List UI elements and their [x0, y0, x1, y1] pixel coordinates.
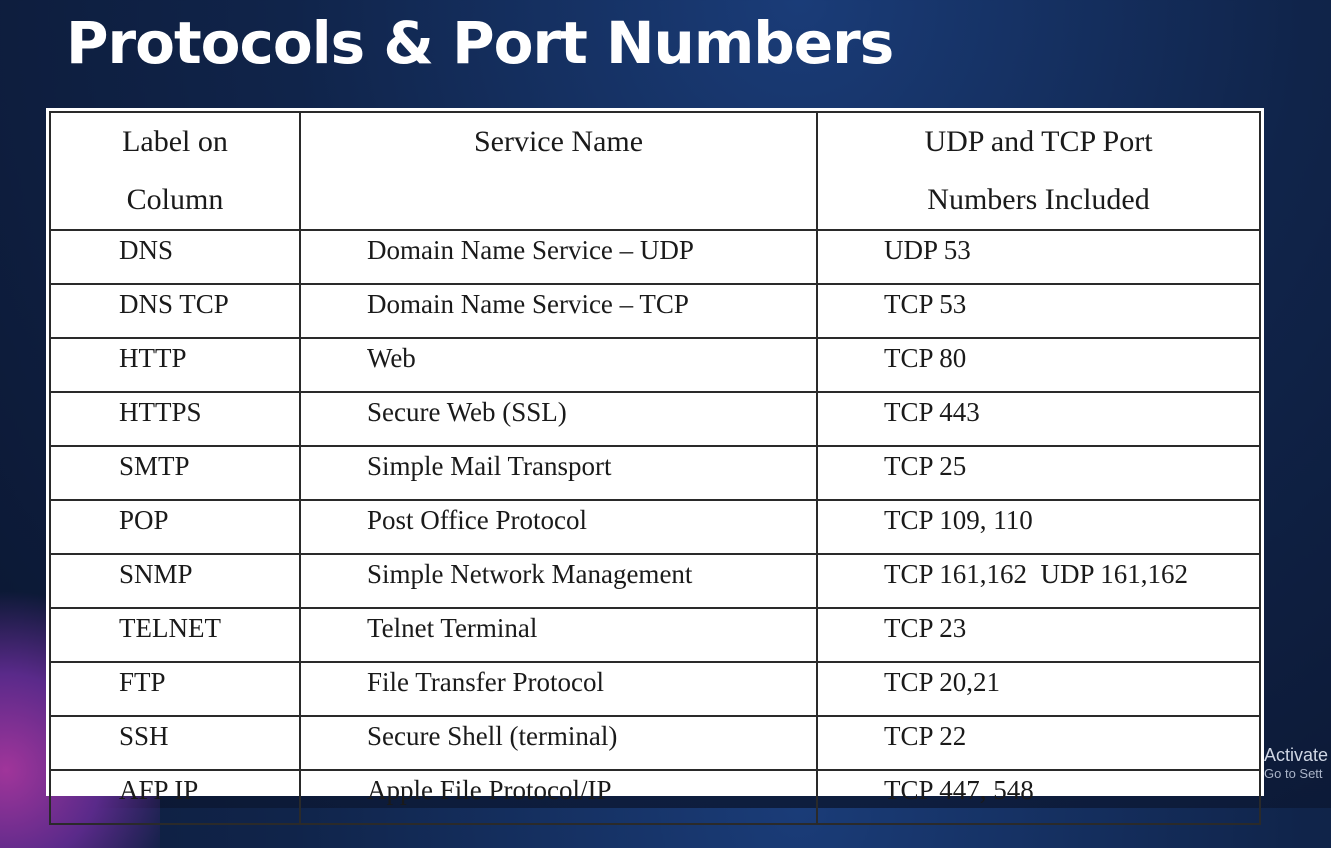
- watermark-line-1: Activate: [1264, 745, 1329, 765]
- cell-service: Post Office Protocol: [299, 499, 818, 555]
- cell-service: Apple File Protocol/IP: [299, 769, 818, 825]
- header-service-name: Service Name: [299, 111, 818, 231]
- cell-label: HTTP: [49, 337, 301, 393]
- table-row: TELNET Telnet Terminal TCP 23: [49, 607, 1261, 663]
- table-header-row: Label on Column Service Name UDP and TCP…: [49, 111, 1261, 231]
- table-row: SMTP Simple Mail Transport TCP 25: [49, 445, 1261, 501]
- table-row: SSH Secure Shell (terminal) TCP 22: [49, 715, 1261, 771]
- cell-label: HTTPS: [49, 391, 301, 447]
- cell-service: Domain Name Service – UDP: [299, 229, 818, 285]
- cell-service: Simple Network Management: [299, 553, 818, 609]
- cell-service: Simple Mail Transport: [299, 445, 818, 501]
- cell-ports: TCP 161,162 UDP 161,162: [816, 553, 1261, 609]
- table-row: HTTP Web TCP 80: [49, 337, 1261, 393]
- cell-ports: TCP 25: [816, 445, 1261, 501]
- cell-ports: TCP 23: [816, 607, 1261, 663]
- cell-label: TELNET: [49, 607, 301, 663]
- cell-ports: TCP 20,21: [816, 661, 1261, 717]
- header-port-numbers: UDP and TCP Port Numbers Included: [816, 111, 1261, 231]
- header-label-line-2: Column: [126, 183, 224, 216]
- cell-label: POP: [49, 499, 301, 555]
- cell-service: Web: [299, 337, 818, 393]
- cell-label: DNS TCP: [49, 283, 301, 339]
- table-row: HTTPS Secure Web (SSL) TCP 443: [49, 391, 1261, 447]
- header-ports-line-2: Numbers Included: [927, 183, 1150, 216]
- protocol-table: Label on Column Service Name UDP and TCP…: [49, 111, 1261, 825]
- table-row: POP Post Office Protocol TCP 109, 110: [49, 499, 1261, 555]
- cell-service: File Transfer Protocol: [299, 661, 818, 717]
- cell-label: DNS: [49, 229, 301, 285]
- cell-label: SMTP: [49, 445, 301, 501]
- header-label-line-1: Label on: [122, 125, 228, 158]
- cell-label: AFP IP: [49, 769, 301, 825]
- cell-ports: UDP 53: [816, 229, 1261, 285]
- cell-ports: TCP 109, 110: [816, 499, 1261, 555]
- cell-ports: TCP 443: [816, 391, 1261, 447]
- header-service-line-1: Service Name: [473, 125, 644, 158]
- cell-service: Secure Web (SSL): [299, 391, 818, 447]
- table-row: DNS Domain Name Service – UDP UDP 53: [49, 229, 1261, 285]
- table-row: FTP File Transfer Protocol TCP 20,21: [49, 661, 1261, 717]
- watermark-line-2: Go to Sett: [1264, 766, 1323, 781]
- header-ports-line-1: UDP and TCP Port: [924, 125, 1153, 158]
- activation-watermark: Activate Go to Sett: [1264, 745, 1328, 781]
- table-row: DNS TCP Domain Name Service – TCP TCP 53: [49, 283, 1261, 339]
- cell-ports: TCP 80: [816, 337, 1261, 393]
- cell-label: SNMP: [49, 553, 301, 609]
- table-row: AFP IP Apple File Protocol/IP TCP 447, 5…: [49, 769, 1261, 825]
- table-row: SNMP Simple Network Management TCP 161,1…: [49, 553, 1261, 609]
- cell-ports: TCP 53: [816, 283, 1261, 339]
- protocol-table-card: Label on Column Service Name UDP and TCP…: [46, 108, 1264, 825]
- cell-label: SSH: [49, 715, 301, 771]
- header-label-on-column: Label on Column: [49, 111, 301, 231]
- cell-ports: TCP 447, 548: [816, 769, 1261, 825]
- cell-service: Telnet Terminal: [299, 607, 818, 663]
- cell-ports: TCP 22: [816, 715, 1261, 771]
- cell-service: Domain Name Service – TCP: [299, 283, 818, 339]
- cell-service: Secure Shell (terminal): [299, 715, 818, 771]
- cell-label: FTP: [49, 661, 301, 717]
- slide-title: Protocols & Port Numbers: [66, 9, 894, 77]
